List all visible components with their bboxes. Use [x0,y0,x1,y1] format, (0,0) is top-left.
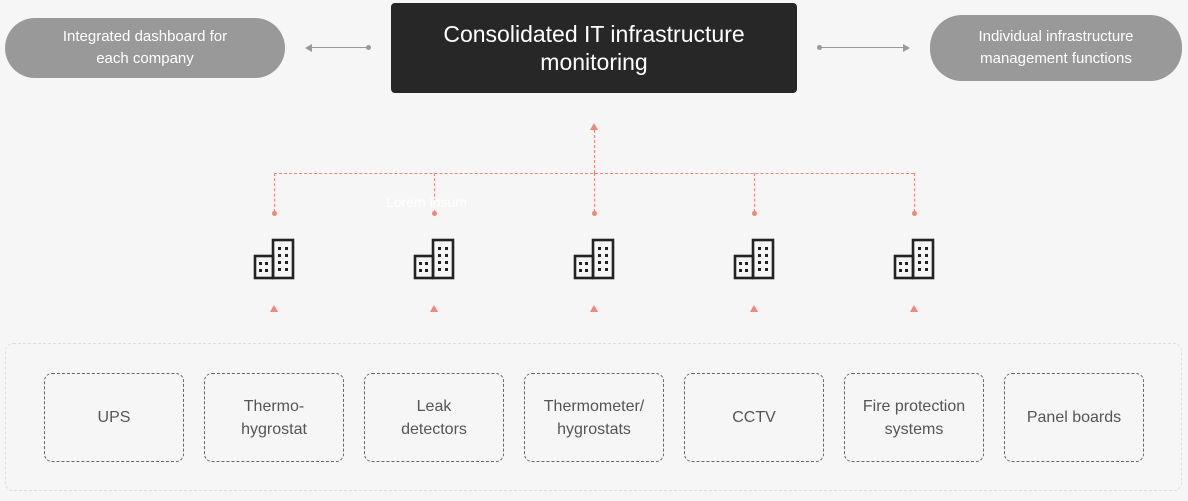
up-marker-3 [590,305,598,312]
up-marker-1 [270,305,278,312]
overlay-text: Lorem ipsum [386,194,467,210]
device-panel [5,343,1182,491]
right-connector-dot [817,45,822,50]
trunk-dashed-line [594,130,595,173]
branch-dot-5 [912,211,917,216]
drop-line-5 [914,173,915,212]
device-thermometer-hygrostats: Thermometer/ hygrostats [524,373,664,462]
branch-dot-1 [272,211,277,216]
building-icon [893,238,935,280]
branch-dot-3 [592,211,597,216]
right-arrow-head [903,44,910,52]
device-panel-boards: Panel boards [1004,373,1144,462]
branch-dot-4 [752,211,757,216]
individual-management-pill: Individual infrastructure management fun… [930,15,1182,81]
up-marker-2 [430,305,438,312]
up-arrow-to-monitoring [590,123,598,130]
device-ups: UPS [44,373,184,462]
device-leak-detectors: Leak detectors [364,373,504,462]
up-marker-5 [910,305,918,312]
up-marker-4 [750,305,758,312]
building-icon [413,238,455,280]
left-connector-dot [366,45,371,50]
device-fire-protection: Fire protection systems [844,373,984,462]
building-icon [253,238,295,280]
consolidated-monitoring-box: Consolidated IT infrastructure monitorin… [391,3,797,93]
branch-dot-2 [432,211,437,216]
drop-line-1 [274,173,275,212]
right-connector-line [820,47,904,48]
drop-line-3 [594,173,595,212]
device-thermo-hygrostat: Thermo- hygrostat [204,373,344,462]
integrated-dashboard-pill: Integrated dashboard for each company [5,18,285,78]
building-icon [573,238,615,280]
device-cctv: CCTV [684,373,824,462]
left-arrow-head [305,44,312,52]
drop-line-4 [754,173,755,212]
drop-line-2 [434,173,435,212]
building-icon [733,238,775,280]
left-connector-line [311,47,368,48]
